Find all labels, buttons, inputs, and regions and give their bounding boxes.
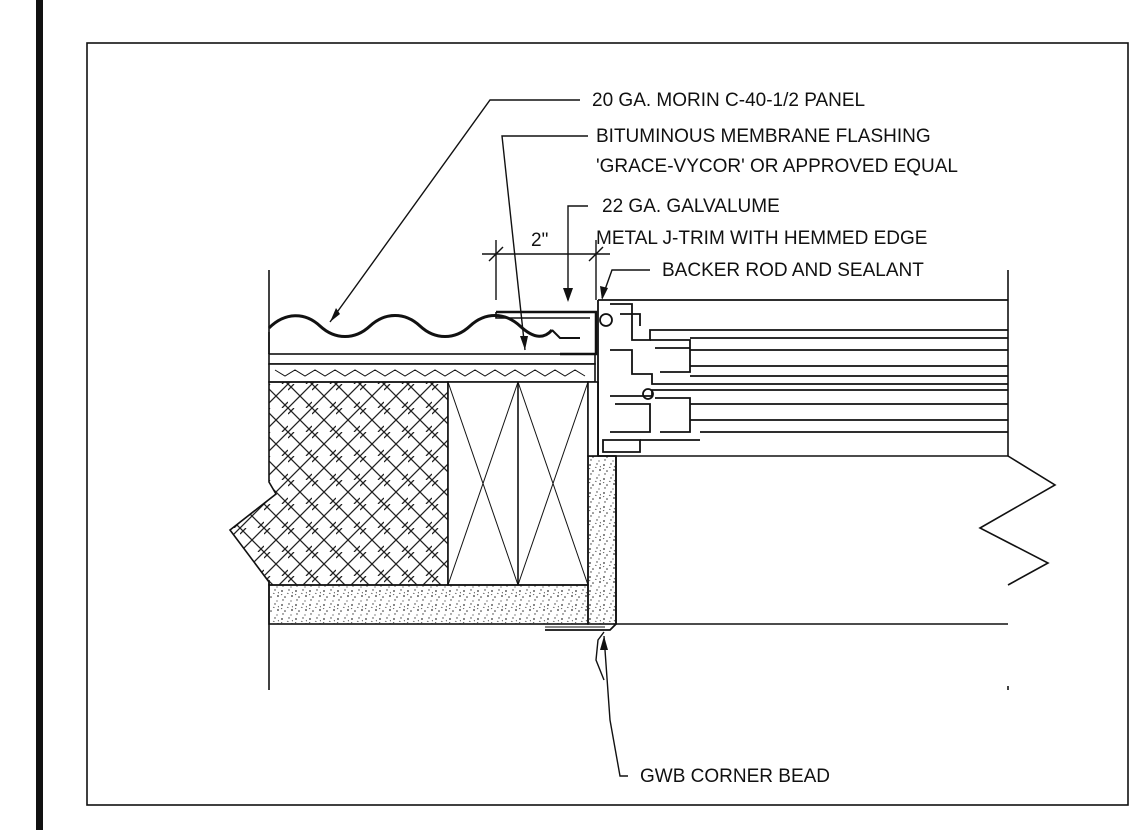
metal-panel (267, 314, 554, 338)
sheet-border-bar (36, 0, 43, 830)
drawing-frame (86, 42, 1129, 806)
window-frame (597, 299, 1008, 457)
label-backer-rod: BACKER ROD AND SEALANT (662, 260, 924, 281)
label-flashing-line1: BITUMINOUS MEMBRANE FLASHING (596, 126, 931, 147)
leader-lines (329, 99, 650, 777)
label-corner-bead: GWB CORNER BEAD (640, 766, 830, 787)
label-flashing-line2: 'GRACE-VYCOR' OR APPROVED EQUAL (596, 156, 958, 177)
dimension-label: 2" (531, 230, 548, 251)
j-trim (496, 310, 598, 356)
leader-arrowheads (330, 286, 608, 650)
wall-section (228, 270, 1057, 690)
dimension-2in (482, 240, 610, 300)
label-jtrim-line1: 22 GA. GALVALUME (602, 196, 780, 217)
label-panel: 20 GA. MORIN C-40-1/2 PANEL (592, 90, 865, 111)
label-jtrim-line2: METAL J-TRIM WITH HEMMED EDGE (596, 228, 927, 249)
